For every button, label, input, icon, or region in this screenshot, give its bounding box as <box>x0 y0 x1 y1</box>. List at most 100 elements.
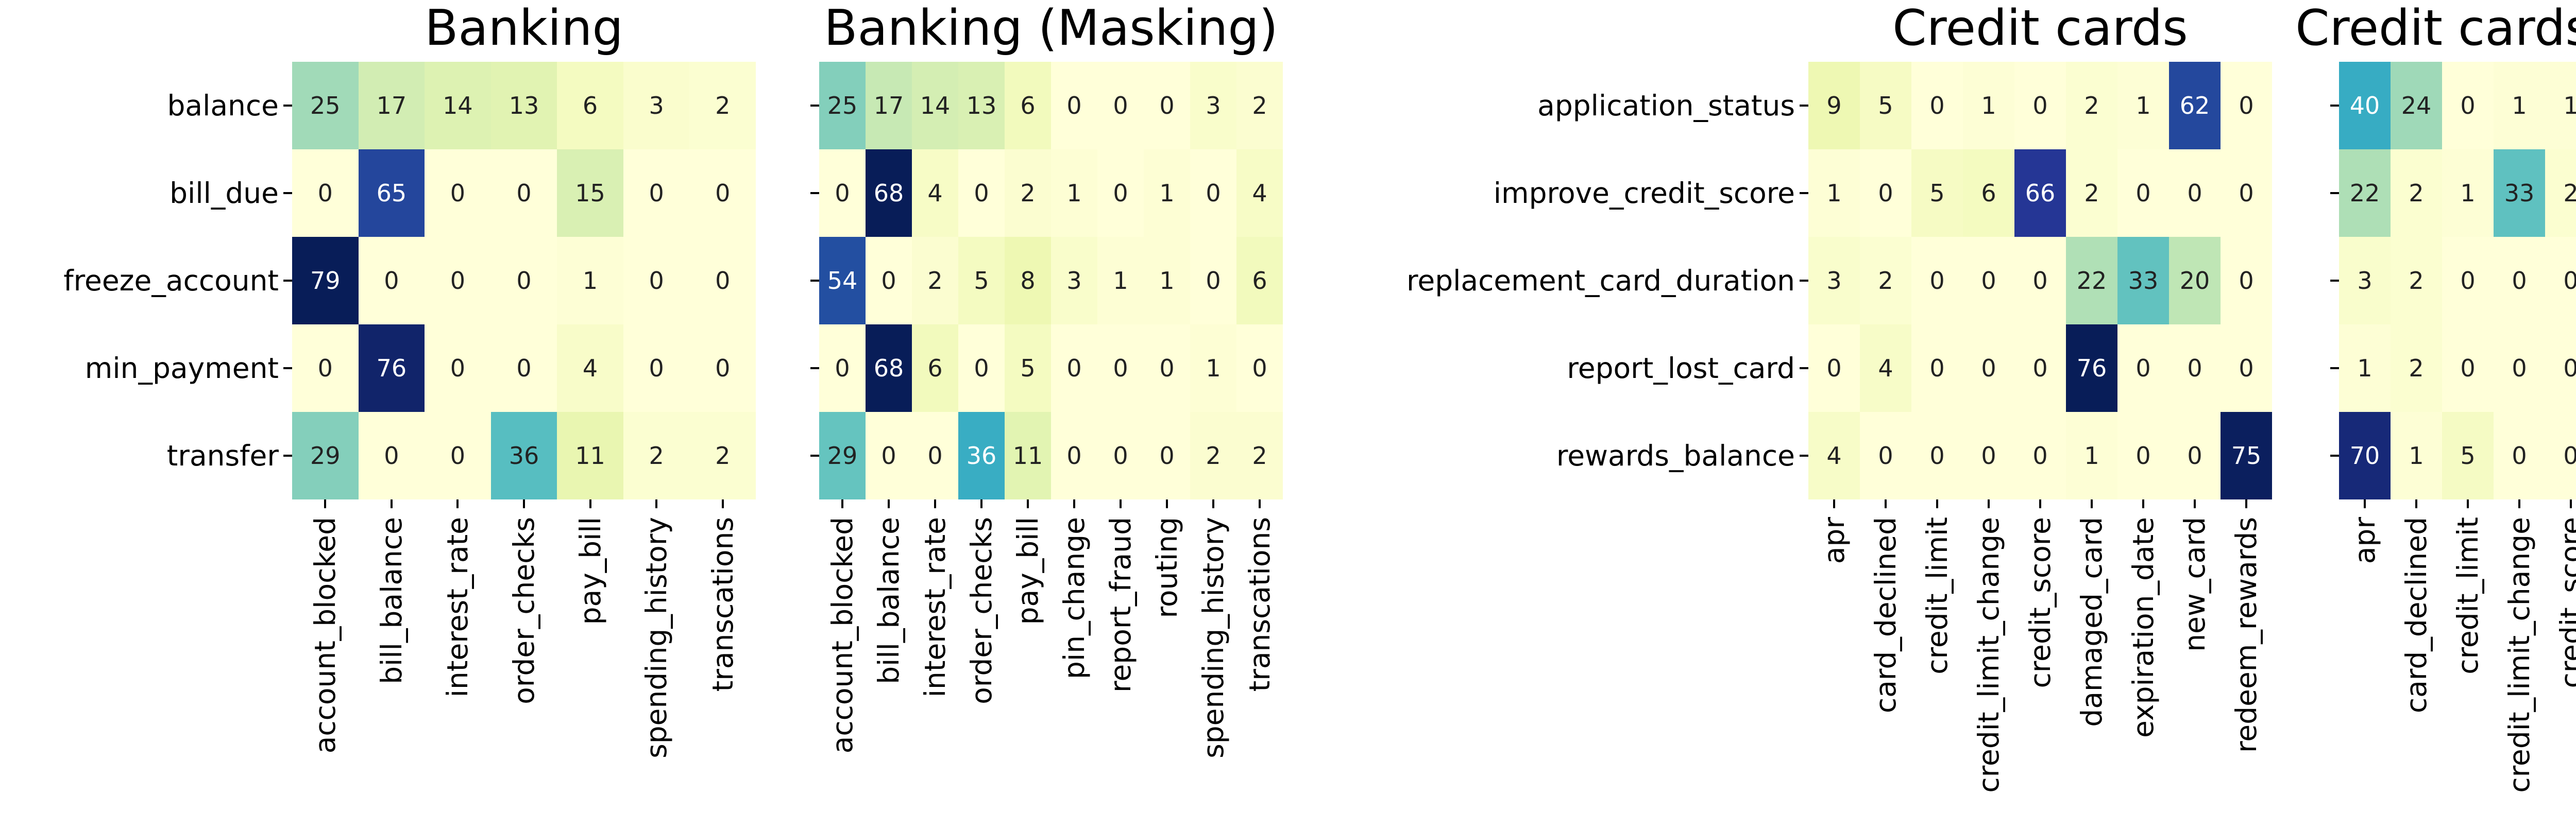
x-tick-mark <box>1833 499 1835 508</box>
heatmap-cell: 0 <box>490 324 557 412</box>
heatmap-cell: 0 <box>1144 324 1190 412</box>
x-tick-mark <box>2091 499 2093 508</box>
heatmap-cell: 6 <box>1005 62 1051 149</box>
x-axis-label: account_blocked <box>309 517 342 754</box>
heatmap-cell: 0 <box>1860 412 1911 499</box>
heatmap-cell: 0 <box>1236 324 1283 412</box>
heatmap-cell: 54 <box>819 237 866 324</box>
heatmap-cell: 1 <box>1190 324 1236 412</box>
x-tick-mark <box>2245 499 2247 508</box>
heatmap-cell: 0 <box>2442 237 2494 324</box>
heatmap-cell: 24 <box>2391 62 2442 149</box>
heatmap-cell: 0 <box>1097 62 1144 149</box>
heatmap-cell: 0 <box>689 149 756 237</box>
heatmap-cell: 40 <box>2339 62 2391 149</box>
heatmap-cell: 6 <box>1963 149 2014 237</box>
heatmap-cell: 5 <box>958 237 1005 324</box>
x-axis-label: transcations <box>706 517 739 692</box>
x-axis-label: apr <box>2348 517 2381 564</box>
heatmap-cell: 3 <box>623 62 690 149</box>
heatmap-cell: 0 <box>358 412 425 499</box>
heatmap-cell: 9 <box>1808 62 1860 149</box>
x-tick-mark <box>2570 499 2572 508</box>
y-tick-mark <box>283 192 292 194</box>
heatmap-cell: 62 <box>2169 62 2221 149</box>
heatmap-cell: 1 <box>1144 149 1190 237</box>
heatmap-cell: 0 <box>2014 62 2066 149</box>
x-axis-label: card_declined <box>1869 517 1902 714</box>
heatmap-cell: 4 <box>912 149 958 237</box>
heatmap-cell: 2 <box>1236 412 1283 499</box>
heatmap-cell: 0 <box>292 324 359 412</box>
x-tick-mark <box>1120 499 1122 508</box>
x-axis-label: pin_change <box>1058 517 1091 679</box>
heatmap-cell: 0 <box>958 324 1005 412</box>
heatmap-cell: 29 <box>819 412 866 499</box>
heatmap-cell: 0 <box>1097 412 1144 499</box>
heatmap-cell: 15 <box>557 149 623 237</box>
heatmap-cell: 0 <box>2221 324 2272 412</box>
heatmap-cell: 0 <box>689 324 756 412</box>
heatmap-cell: 2 <box>2391 324 2442 412</box>
heatmap-cell: 0 <box>2117 412 2169 499</box>
x-axis-label: damaged_card <box>2075 517 2108 727</box>
x-axis-label: credit_score <box>2554 517 2576 688</box>
heatmap-cell: 79 <box>292 237 359 324</box>
heatmap-cell: 0 <box>2442 62 2494 149</box>
y-axis-label: improve_credit_score <box>1493 177 1795 210</box>
heatmap-cell: 0 <box>2169 149 2221 237</box>
heatmap-cell: 0 <box>1051 62 1097 149</box>
heatmap-cell: 0 <box>866 412 912 499</box>
y-tick-mark <box>810 192 819 194</box>
y-tick-mark <box>1800 455 1808 457</box>
heatmap-cell: 0 <box>1190 149 1236 237</box>
heatmap-cell: 0 <box>1097 324 1144 412</box>
x-tick-mark <box>1166 499 1168 508</box>
heatmap-cell: 0 <box>2545 324 2576 412</box>
heatmap-cell: 0 <box>2014 412 2066 499</box>
heatmap-cell: 6 <box>557 62 623 149</box>
heatmap-cell: 5 <box>2442 412 2494 499</box>
heatmap-cell: 68 <box>866 324 912 412</box>
heatmap-cell: 0 <box>2221 149 2272 237</box>
heatmap-cell: 6 <box>912 324 958 412</box>
heatmap-cell: 1 <box>2494 62 2545 149</box>
y-tick-mark <box>2330 280 2339 282</box>
heatmap-cell: 70 <box>2339 412 2391 499</box>
x-axis-label: pay_bill <box>1011 517 1044 625</box>
heatmap-cell: 1 <box>2117 62 2169 149</box>
x-axis-label: credit_score <box>2024 517 2057 688</box>
y-tick-mark <box>1800 280 1808 282</box>
heatmap-cell: 0 <box>425 324 491 412</box>
heatmap-cell: 3 <box>1808 237 1860 324</box>
panel-title-credit-cards: Credit cards <box>1892 0 2188 57</box>
heatmap-cell: 20 <box>2169 237 2221 324</box>
x-tick-mark <box>1936 499 1938 508</box>
heatmap-cell: 36 <box>958 412 1005 499</box>
x-axis-label: bill_balance <box>375 517 408 684</box>
heatmap-cell: 0 <box>2545 412 2576 499</box>
heatmap-cell: 2 <box>1190 412 1236 499</box>
heatmap-cell: 0 <box>2014 324 2066 412</box>
heatmap-cell: 25 <box>292 62 359 149</box>
heatmap-cell: 1 <box>1051 149 1097 237</box>
x-tick-mark <box>841 499 843 508</box>
y-tick-mark <box>1800 105 1808 107</box>
y-tick-mark <box>1800 367 1808 369</box>
x-tick-mark <box>888 499 890 508</box>
x-axis-label: card_declined <box>2400 517 2433 714</box>
heatmap-cell: 0 <box>866 237 912 324</box>
x-axis-label: order_checks <box>507 517 540 704</box>
heatmap-cell: 6 <box>1236 237 1283 324</box>
heatmap-cell: 14 <box>425 62 491 149</box>
heatmap-cell: 29 <box>292 412 359 499</box>
heatmap-cell: 0 <box>425 149 491 237</box>
heatmap-cell: 11 <box>1005 412 1051 499</box>
heatmap-cell: 36 <box>490 412 557 499</box>
heatmap-cell: 11 <box>557 412 623 499</box>
heatmap-cell: 8 <box>1005 237 1051 324</box>
heatmap-cell: 22 <box>2066 237 2117 324</box>
heatmap-cell: 0 <box>2117 324 2169 412</box>
heatmap-cell: 0 <box>1911 412 1963 499</box>
